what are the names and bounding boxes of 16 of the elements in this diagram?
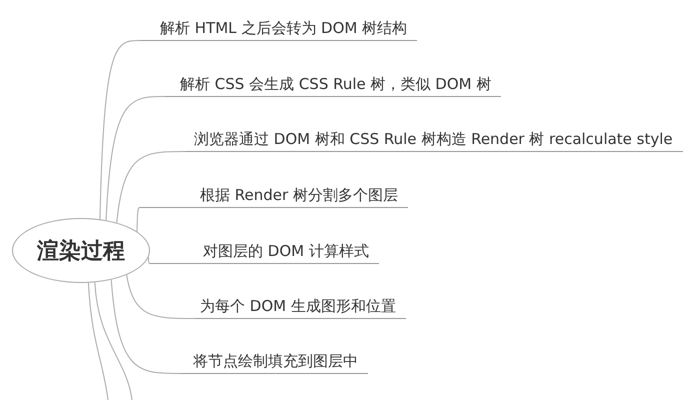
branch-line: [116, 151, 186, 224]
branch-line: [126, 274, 196, 319]
branch-line: [88, 282, 108, 400]
branch-topic: 解析 CSS 会生成 CSS Rule 树，类似 DOM 树: [165, 74, 502, 97]
branch-line: [136, 207, 140, 232]
branch-topic: 浏览器通过 DOM 树和 CSS Rule 树构造 Render 树 recalculate style: [185, 129, 683, 152]
branch-topic: 解析 HTML 之后会转为 DOM 树结构: [140, 18, 418, 41]
branch-topic: 将节点绘制填充到图层中: [180, 351, 368, 374]
branch-topic: 根据 Render 树分割多个图层: [140, 185, 408, 208]
branch-topic: 对图层的 DOM 计算样式: [150, 241, 379, 264]
branch-line: [94, 282, 132, 400]
branch-topic: 为每个 DOM 生成图形和位置: [195, 296, 406, 319]
branch-line: [106, 96, 166, 221]
branch-line: [110, 279, 180, 374]
central-topic-ellipse: 渲染过程: [12, 218, 150, 283]
branch-line: [99, 40, 140, 220]
